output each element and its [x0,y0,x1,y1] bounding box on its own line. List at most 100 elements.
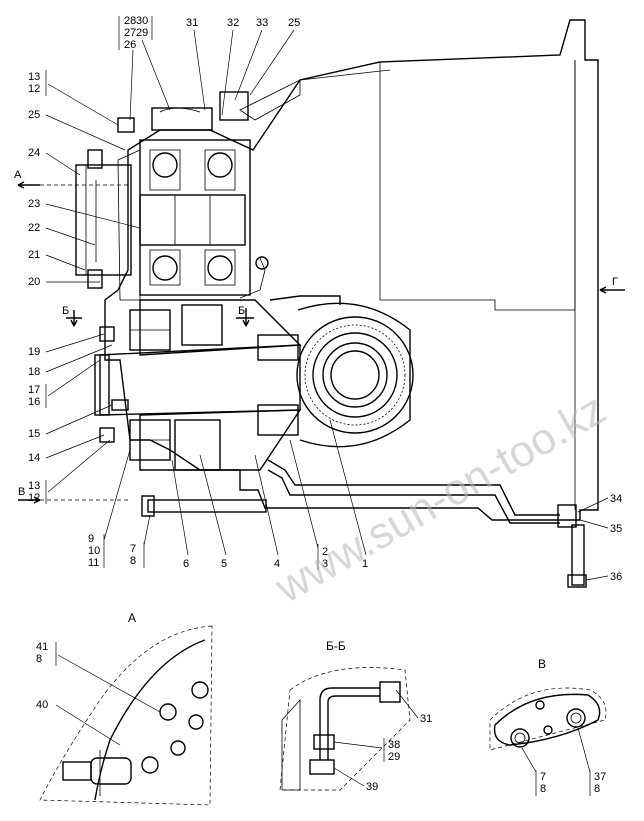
ring-gear [296,316,414,434]
bearing-cage-upper [181,304,223,346]
fitting-34 [557,504,577,528]
view-bb-boundary [279,667,411,791]
differential-hub [330,350,380,400]
detail-view-v: В 7 8 37 8 [489,657,607,796]
callout-41: 41 [36,641,48,653]
callout-32: 32 [227,17,239,29]
callout-10: 10 [88,545,100,557]
main-section-view [40,19,620,588]
callout-38: 38 [388,739,400,751]
callout-40: 40 [36,699,48,711]
differential-housing [297,302,411,448]
callout-31: 31 [186,17,198,29]
callout-29b: 29 [388,751,400,763]
callout-21: 21 [28,249,40,261]
section-markers: А Б Б В Г [14,169,625,504]
callout-8a: 8 [36,653,42,665]
callout-27: 27 [124,27,136,39]
bolt-14 [99,427,115,443]
callout-30: 30 [136,15,148,27]
differential-case [312,332,398,418]
callout-7v: 7 [540,771,546,783]
bearing-roller-3 [152,255,178,281]
callout-7: 7 [130,543,136,555]
callout-8: 8 [130,555,136,567]
view-bb-wall [281,698,301,791]
oil-pipe [267,459,560,516]
view-bb-fitting-top [379,681,401,703]
bearing-cage [174,419,221,471]
view-bb-title: Б-Б [326,639,346,653]
differential-inner [322,342,388,408]
bearing-race-3 [149,249,181,286]
top-plug [219,91,249,121]
callout-14: 14 [28,452,40,464]
view-v-flange [493,693,601,746]
callout-19: 19 [28,346,40,358]
watermark-text: www.sun-on-too.kz [266,384,613,613]
view-a-hole-2 [159,703,177,721]
cover-stud-top [87,149,103,169]
view-a-title: A [128,611,136,625]
callout-8v: 8 [540,783,546,795]
left-cover [75,164,132,276]
bearing-race-4 [204,249,236,286]
view-v-bolt-left [510,728,530,748]
callout-12a: 12 [28,83,40,95]
callout-39: 39 [366,781,378,793]
section-b-top-left: Б [62,305,69,317]
view-a-stud-head [90,757,132,785]
view-a-hole-3 [188,714,204,730]
bearing-roller-4 [207,255,233,281]
callout-36: 36 [610,571,622,583]
top-bolt-left [117,117,135,133]
callout-26: 26 [124,39,136,51]
view-bb-pipe-outer [319,687,380,760]
callout-25-top: 25 [288,17,300,29]
long-bolt [147,499,267,513]
callout-12b: 12 [28,492,40,504]
view-bb-fitting-mid [313,734,335,750]
shaft-end [94,354,110,416]
callout-3: 3 [322,558,328,570]
breather-pipe [269,295,341,305]
view-v-small-hole-1 [535,700,545,710]
callout-33: 33 [256,17,268,29]
view-v-boundary [489,687,607,751]
callout-15: 15 [28,428,40,440]
view-a-hole-1 [191,681,209,699]
callout-13a: 13 [28,71,40,83]
section-a-left: А [14,169,22,181]
drain-pipe-36 [571,524,585,586]
upper-bearing-housing [139,139,251,296]
callout-28: 28 [124,15,136,27]
callout-20: 20 [28,276,40,288]
drain-plug-36 [567,574,587,588]
view-a-hole-5 [141,756,159,774]
section-v-left: В [18,486,25,498]
callout-16: 16 [28,396,40,408]
bearing-race-1 [149,149,181,191]
view-bb-pipe-inner [327,695,380,760]
callout-8w: 8 [594,783,600,795]
callout-5: 5 [221,558,227,570]
view-a-stud-body [62,761,92,781]
callout-34: 34 [610,493,622,505]
pinion-bearing-bottom [257,404,299,436]
cover-stud-bottom [87,269,103,289]
callout-9: 9 [88,533,94,545]
view-v-small-hole-2 [543,725,553,735]
section-b-top-right: Б [238,305,245,317]
ring-gear-teeth [304,324,406,426]
section-g-right: Г [612,276,618,288]
callout-29: 29 [136,27,148,39]
view-a-hole-4 [170,740,186,756]
callout-17: 17 [28,384,40,396]
callout-31b: 31 [420,713,432,725]
view-a-boundary [39,625,213,806]
detail-view-bb: Б-Б 31 38 29 39 [279,639,432,793]
callout-4: 4 [274,558,280,570]
callout-25: 25 [28,109,40,121]
view-v-bolt-right [566,708,586,728]
